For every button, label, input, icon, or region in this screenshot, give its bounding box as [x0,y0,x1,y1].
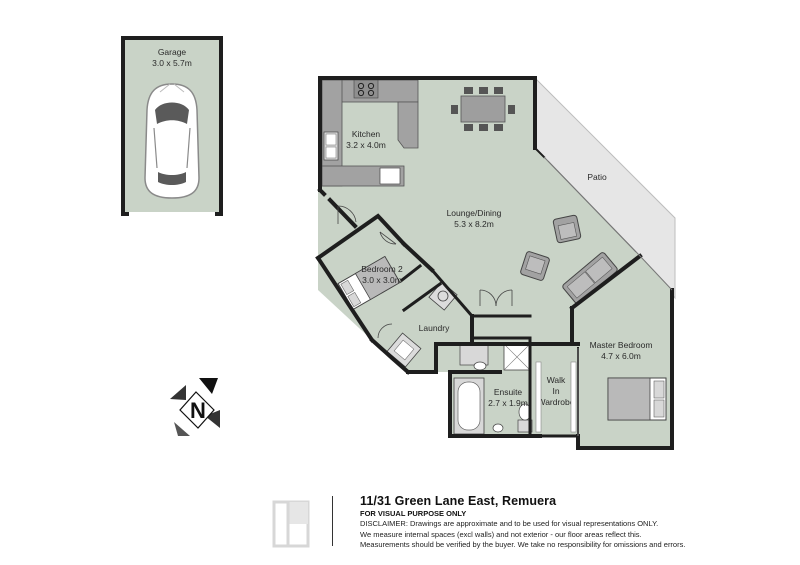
disclaimer-line-1: DISCLAIMER: Drawings are approximate and… [360,519,659,528]
garage-dims: 3.0 x 5.7m [152,58,192,68]
laundry-label: Laundry [419,323,450,333]
kitchen-label: Kitchen [352,129,381,139]
north-compass-icon: N [170,378,220,436]
disclaimer-line-2: We measure internal spaces (excl walls) … [360,529,642,539]
disclaimer-line-3: Measurements should be verified by the b… [360,540,686,549]
bed-icon [607,377,667,421]
oven-icon [379,167,401,185]
wardrobe-rail [535,361,577,433]
compass-north-letter: N [190,398,206,423]
footer-divider [332,496,333,546]
patio-label: Patio [587,172,607,182]
footer: 11/31 Green Lane East, Remuera FOR VISUA… [270,494,790,558]
doors [337,205,513,339]
cooktop-icon [353,79,379,99]
master-dims: 4.7 x 6.0m [601,351,641,361]
property-address: 11/31 Green Lane East, Remuera [360,494,557,508]
dining-table-icon [451,87,515,131]
brand-logo-icon [272,500,310,548]
armchair-icon [552,214,582,244]
car-icon [144,83,200,199]
kitchen-dims: 3.2 x 4.0m [346,140,386,150]
armchair-icon [520,251,550,281]
wardrobe-label-1: Walk [547,375,566,385]
lounge-label: Lounge/Dining [447,208,502,218]
wardrobe-label-2: In [552,386,559,396]
master-label: Master Bedroom [590,340,653,350]
sink-icon [323,131,339,161]
garage-label: Garage [158,47,187,57]
ensuite-dims: 2.7 x 1.9m [488,398,528,408]
windows [543,156,673,436]
garage: Garage 3.0 x 5.7m [121,36,223,217]
footer-text: 11/31 Green Lane East, Remuera FOR VISUA… [360,494,790,551]
bedroom2-label: Bedroom 2 [361,264,403,274]
bathtub-icon [453,377,485,435]
ensuite-label: Ensuite [494,387,523,397]
shower-icon [503,343,531,371]
wardrobe-label-3: Wardrobe [537,397,574,407]
vanity-icon [459,344,504,433]
lounge-dims: 5.3 x 8.2m [454,219,494,229]
sofa-icon [562,252,618,304]
bedroom2-dims: 3.0 x 3.0m [362,275,402,285]
walls [315,76,674,450]
visual-purpose-note: FOR VISUAL PURPOSE ONLY [360,509,467,518]
